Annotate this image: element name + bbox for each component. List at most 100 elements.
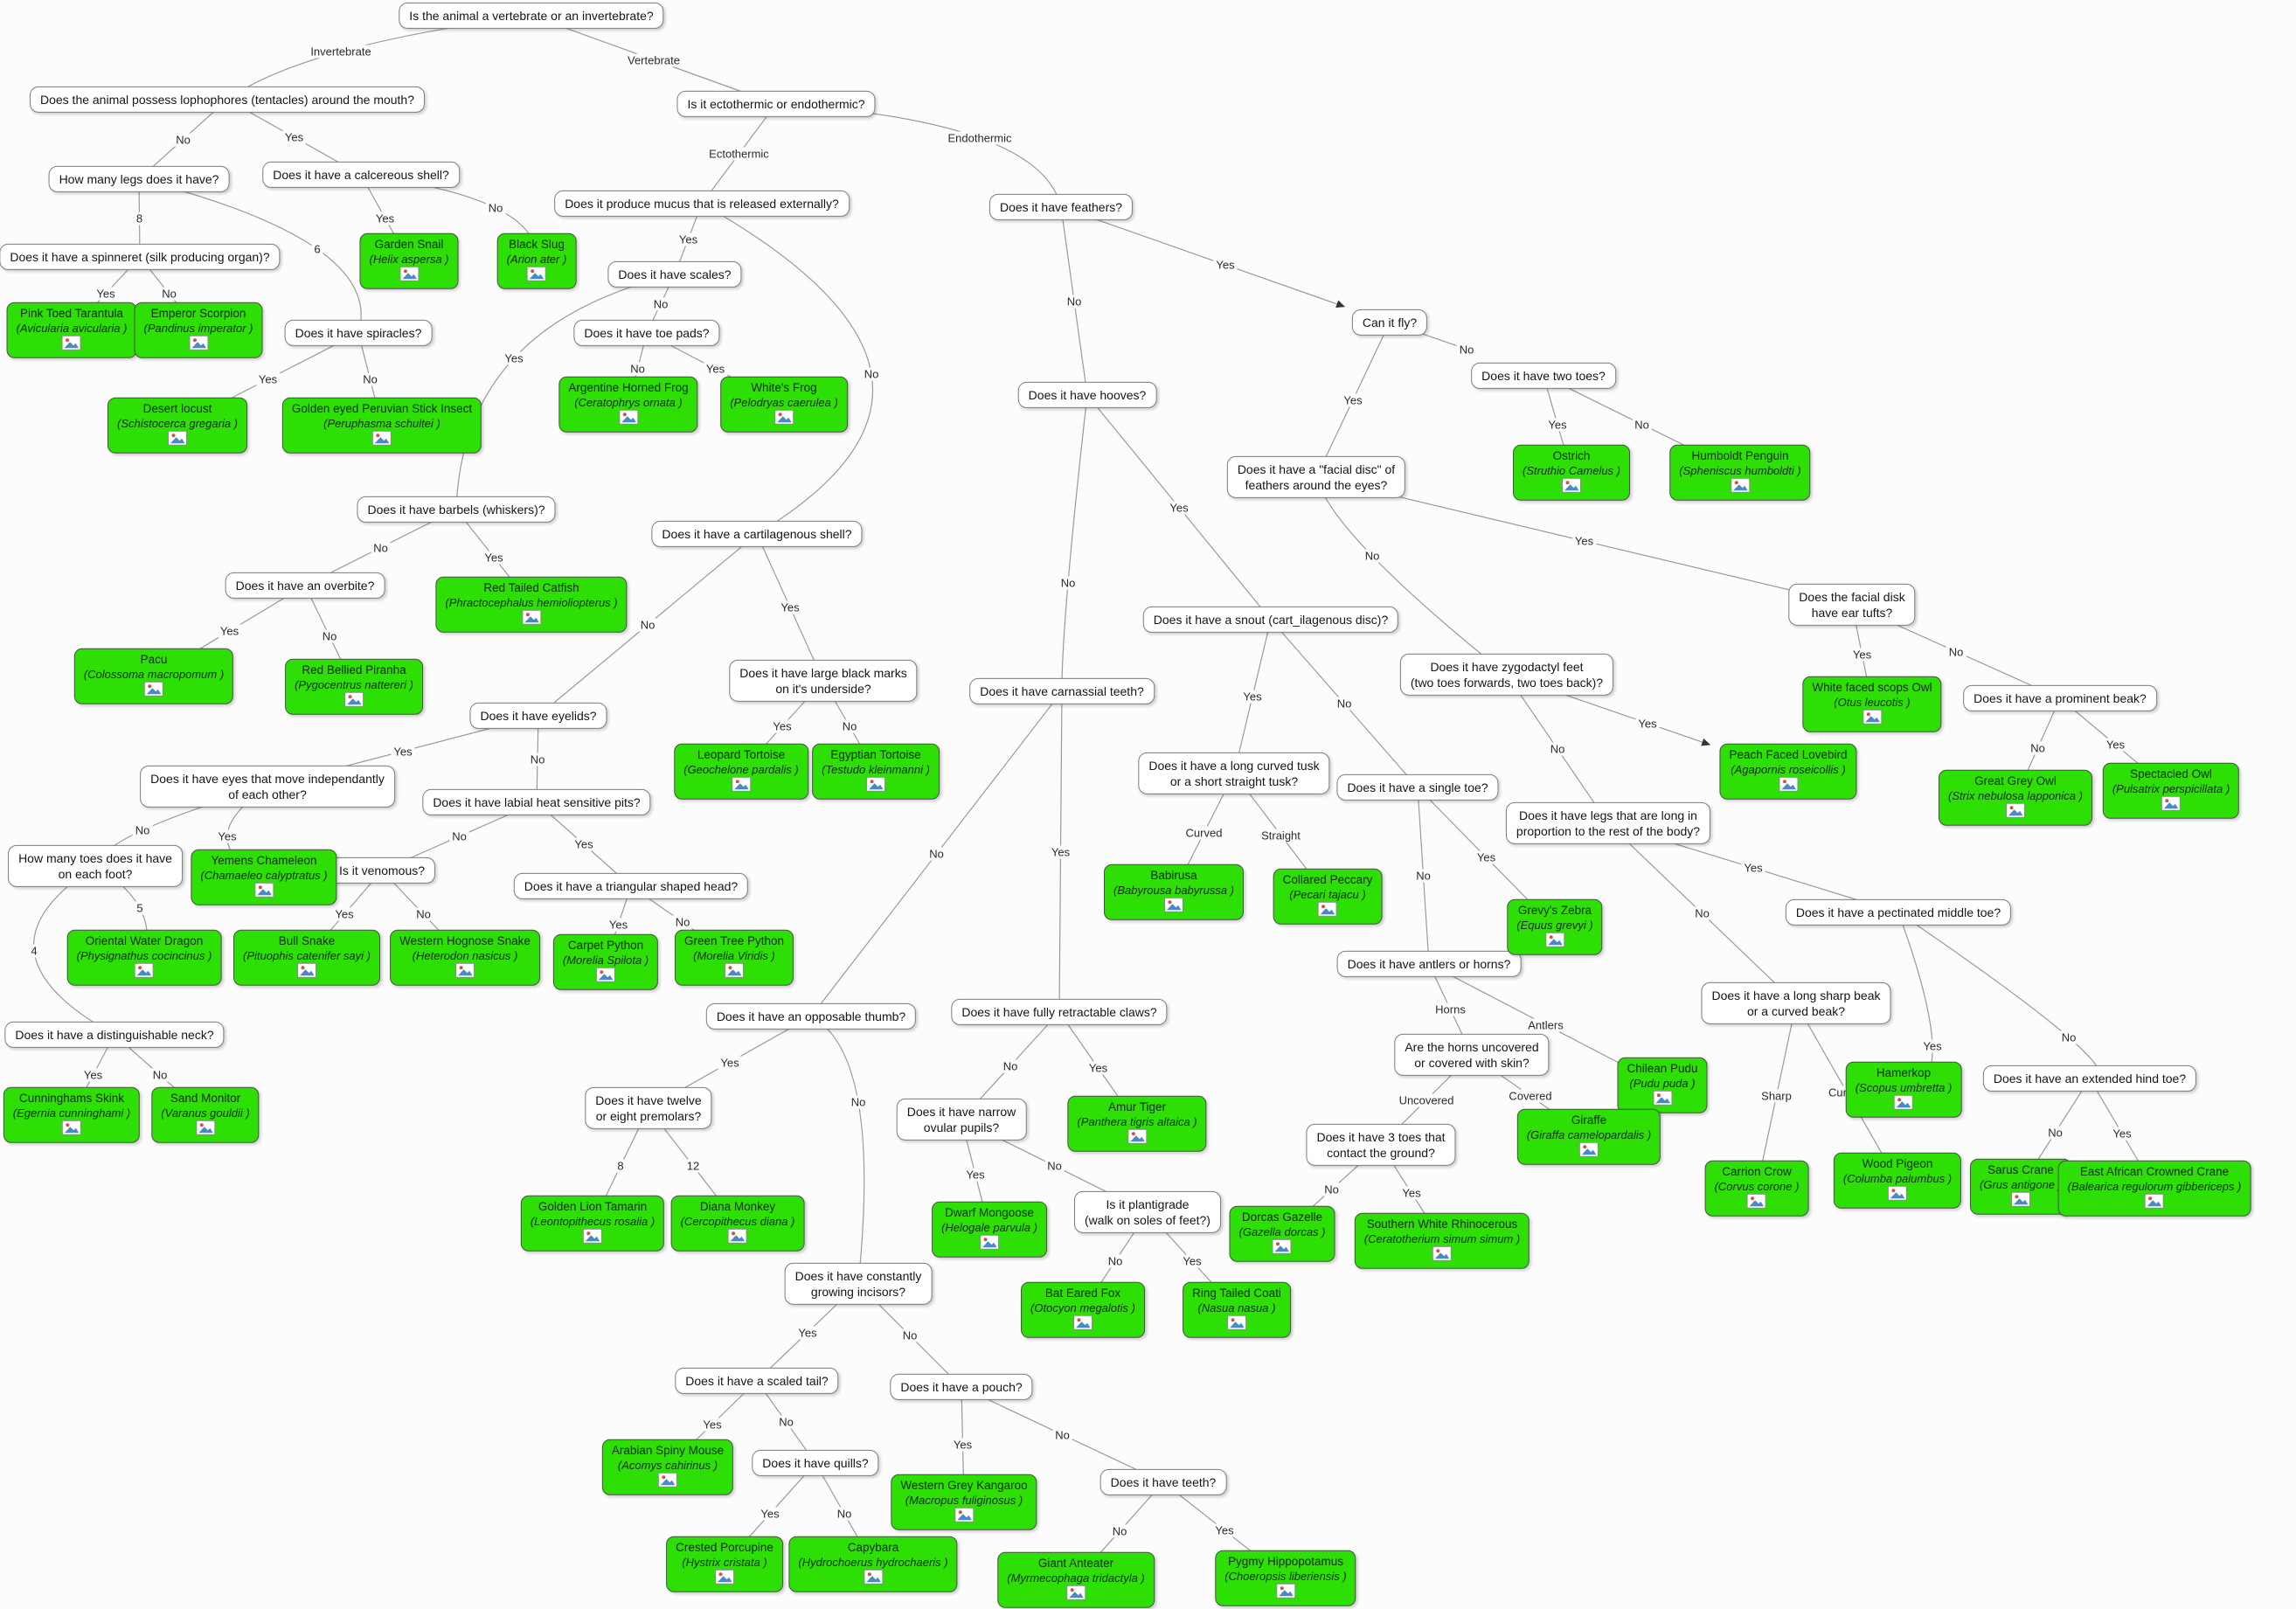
species-node-s_bullsnake[interactable]: Bull Snake(Pituophis catenifer sayi ) <box>233 929 380 987</box>
question-node-q_neck[interactable]: Does it have a distinguishable neck? <box>4 1021 225 1049</box>
image-placeholder-icon[interactable] <box>715 1570 734 1585</box>
image-placeholder-icon[interactable] <box>61 336 81 351</box>
image-placeholder-icon[interactable] <box>1893 1095 1913 1111</box>
image-placeholder-icon[interactable] <box>2161 796 2181 812</box>
question-node-q_quills[interactable]: Does it have quills? <box>752 1449 879 1477</box>
species-node-s_scopsowl[interactable]: White faced scops Owl(Otus leucotis ) <box>1802 676 1942 733</box>
question-node-q_twotoes[interactable]: Does it have two toes? <box>1471 362 1616 390</box>
image-placeholder-icon[interactable] <box>724 963 744 979</box>
species-node-s_crow[interactable]: Carrion Crow(Corvus corone ) <box>1704 1160 1809 1217</box>
image-placeholder-icon[interactable] <box>62 1120 81 1136</box>
species-node-s_pigeon[interactable]: Wood Pigeon(Columba palumbus ) <box>1833 1152 1962 1210</box>
species-node-s_batfox[interactable]: Bat Eared Fox(Otocyon megalotis ) <box>1021 1281 1145 1339</box>
image-placeholder-icon[interactable] <box>727 1229 747 1245</box>
species-node-s_rhino[interactable]: Southern White Rhinocerous(Ceratotherium… <box>1354 1212 1530 1270</box>
species-node-s_babirusa[interactable]: Babirusa(Babyrousa babyrussa ) <box>1103 863 1245 921</box>
species-node-s_lovebird[interactable]: Peach Faced Lovebird(Agapornis roseicoll… <box>1719 743 1857 801</box>
species-node-s_snail[interactable]: Garden Snail(Helix aspersa ) <box>359 232 459 290</box>
question-node-q_eartufts[interactable]: Does the facial disk have ear tufts? <box>1788 583 1916 627</box>
species-node-s_sandmonitor[interactable]: Sand Monitor(Varanus gouldii ) <box>151 1086 260 1144</box>
question-node-q_pupils[interactable]: Does it have narrow ovular pupils? <box>896 1098 1027 1141</box>
image-placeholder-icon[interactable] <box>863 1570 883 1585</box>
image-placeholder-icon[interactable] <box>1578 1142 1599 1158</box>
image-placeholder-icon[interactable] <box>1888 1186 1907 1202</box>
question-node-q_zygo[interactable]: Does it have zygodactyl feet (two toes f… <box>1399 653 1614 697</box>
species-node-s_egypttortoise[interactable]: Egyptian Tortoise(Testudo kleinmanni ) <box>812 743 940 801</box>
question-node-q_overbite[interactable]: Does it have an overbite? <box>225 572 385 600</box>
image-placeholder-icon[interactable] <box>522 610 541 626</box>
species-node-s_spinymouse[interactable]: Arabian Spiny Mouse(Acomys cahirinus ) <box>601 1439 734 1496</box>
image-placeholder-icon[interactable] <box>1561 478 1581 494</box>
image-placeholder-icon[interactable] <box>2005 803 2025 819</box>
species-node-s_locust[interactable]: Desert locust(Schistocerca gregaria ) <box>108 397 247 454</box>
species-node-s_penguin[interactable]: Humboldt Penguin(Spheniscus humboldti ) <box>1669 444 1811 502</box>
image-placeholder-icon[interactable] <box>657 1473 677 1488</box>
question-node-q_retractable[interactable]: Does it have fully retractable claws? <box>951 998 1168 1026</box>
question-node-q_scales[interactable]: Does it have scales? <box>607 260 742 288</box>
question-node-q_toepads[interactable]: Does it have toe pads? <box>573 319 720 347</box>
image-placeholder-icon[interactable] <box>595 967 615 983</box>
image-placeholder-icon[interactable] <box>1227 1315 1246 1331</box>
question-node-q_lopho[interactable]: Does the animal possess lophophores (ten… <box>29 86 426 114</box>
species-node-s_skink[interactable]: Cunninghams Skink(Egernia cunninghami ) <box>3 1086 141 1144</box>
question-node-q_tusk[interactable]: Does it have a long curved tusk or a sho… <box>1138 752 1330 795</box>
species-node-s_scorpion[interactable]: Emperor Scorpion(Pandinus imperator ) <box>134 302 263 359</box>
species-node-s_waterdragon[interactable]: Oriental Water Dragon(Physignathus cocin… <box>66 929 222 987</box>
question-node-q_ecto[interactable]: Is it ectothermic or endothermic? <box>676 90 876 118</box>
question-node-q_venomous[interactable]: Is it venomous? <box>328 857 436 884</box>
question-node-q_root[interactable]: Is the animal a vertebrate or an inverte… <box>399 2 664 30</box>
image-placeholder-icon[interactable] <box>582 1229 602 1245</box>
image-placeholder-icon[interactable] <box>1272 1239 1292 1255</box>
image-placeholder-icon[interactable] <box>1127 1129 1147 1145</box>
image-placeholder-icon[interactable] <box>1747 1194 1766 1210</box>
species-node-s_zebra[interactable]: Grevy's Zebra(Equus grevyi ) <box>1507 898 1603 956</box>
question-node-q_barbels[interactable]: Does it have barbels (whiskers)? <box>357 496 556 524</box>
image-placeholder-icon[interactable] <box>2144 1194 2164 1210</box>
species-node-s_pacu[interactable]: Pacu(Colossoma macropomum ) <box>73 648 234 705</box>
question-node-q_spiracles[interactable]: Does it have spiracles? <box>284 319 433 347</box>
image-placeholder-icon[interactable] <box>1275 1584 1295 1599</box>
question-node-q_pectinated[interactable]: Does it have a pectinated middle toe? <box>1785 898 2012 926</box>
question-node-q_plantigrade[interactable]: Is it plantigrade (walk on soles of feet… <box>1074 1190 1221 1234</box>
image-placeholder-icon[interactable] <box>455 963 475 979</box>
species-node-s_carpetpython[interactable]: Carpet Python(Morelia Spilota ) <box>552 933 659 991</box>
species-node-s_porcupine[interactable]: Crested Porcupine(Hystrix cristata ) <box>666 1536 783 1593</box>
image-placeholder-icon[interactable] <box>2011 1192 2030 1208</box>
species-node-s_ostrich[interactable]: Ostrich(Struthio Camelus ) <box>1513 444 1630 502</box>
question-node-q_pits[interactable]: Does it have labial heat sensitive pits? <box>422 788 651 816</box>
question-node-q_spinneret[interactable]: Does it have a spinneret (silk producing… <box>0 243 281 271</box>
image-placeholder-icon[interactable] <box>1779 777 1798 793</box>
question-node-q_teeth[interactable]: Does it have teeth? <box>1099 1468 1227 1496</box>
species-node-s_whitesfrog[interactable]: White's Frog(Pelodryas caerulea ) <box>720 376 848 433</box>
image-placeholder-icon[interactable] <box>1544 933 1564 948</box>
question-node-q_premolars[interactable]: Does it have twelve or eight premolars? <box>585 1086 712 1130</box>
species-node-s_catfish[interactable]: Red Tailed Catfish(Phractocephalus hemio… <box>435 576 628 634</box>
image-placeholder-icon[interactable] <box>526 267 546 282</box>
image-placeholder-icon[interactable] <box>196 1120 215 1136</box>
question-node-q_prombeak[interactable]: Does it have a prominent beak? <box>1963 684 2157 712</box>
image-placeholder-icon[interactable] <box>980 1235 999 1251</box>
question-node-q_beakshape[interactable]: Does it have a long sharp beak or a curv… <box>1701 981 1891 1025</box>
image-placeholder-icon[interactable] <box>344 692 364 708</box>
question-node-q_mucus[interactable]: Does it produce mucus that is released e… <box>554 190 850 218</box>
question-node-q_longlegs[interactable]: Does it have legs that are long in propo… <box>1505 801 1711 845</box>
image-placeholder-icon[interactable] <box>372 431 392 447</box>
image-placeholder-icon[interactable] <box>144 682 163 697</box>
question-node-q_pouch[interactable]: Does it have a pouch? <box>890 1373 1033 1401</box>
question-node-q_antlers[interactable]: Does it have antlers or horns? <box>1336 950 1522 978</box>
species-node-s_tamarin[interactable]: Golden Lion Tamarin(Leontopithecus rosal… <box>520 1195 665 1252</box>
species-node-s_coati[interactable]: Ring Tailed Coati(Nasua nasua ) <box>1183 1281 1291 1339</box>
question-node-q_eyes_indep[interactable]: Does it have eyes that move independantl… <box>140 765 395 808</box>
species-node-s_spectacled[interactable]: Spectacled Owl(Pulsatrix perspicillata ) <box>2102 762 2240 820</box>
question-node-q_hornscovered[interactable]: Are the horns uncovered or covered with … <box>1394 1033 1550 1077</box>
image-placeholder-icon[interactable] <box>618 410 638 426</box>
species-node-s_leopardtortoise[interactable]: Leopard Tortoise(Geochelone pardalis ) <box>674 743 808 801</box>
image-placeholder-icon[interactable] <box>399 267 419 282</box>
species-node-s_peccary[interactable]: Collared Peccary(Pecari tajacu ) <box>1273 868 1383 926</box>
question-node-q_hooves[interactable]: Does it have hooves? <box>1017 381 1157 409</box>
species-node-s_giraffe[interactable]: Giraffe(Giraffa camelopardalis ) <box>1516 1108 1661 1166</box>
image-placeholder-icon[interactable] <box>1317 902 1337 918</box>
question-node-q_shell[interactable]: Does it have a calcereous shell? <box>262 161 460 189</box>
question-node-q_toes_foot[interactable]: How many toes does it have on each foot? <box>8 844 183 888</box>
image-placeholder-icon[interactable] <box>296 963 316 979</box>
